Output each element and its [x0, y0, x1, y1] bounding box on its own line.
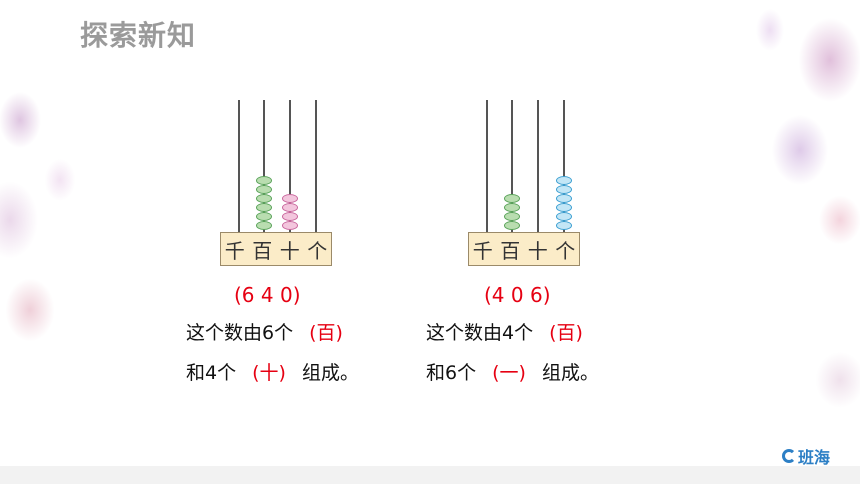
abacus-bead [282, 203, 298, 212]
brand-logo: 班海 [781, 444, 830, 468]
abacus-bead [504, 203, 520, 212]
left-sentence-line2: 和4个 (十) 组成。 [186, 358, 359, 385]
rod-ones [563, 100, 565, 232]
label-tens: 十 [279, 238, 300, 263]
abacus-bead [556, 176, 572, 185]
abacus-right: 千 百 十 个 [468, 100, 580, 268]
place-value-board: 千 百 十 个 [468, 232, 580, 266]
right-line1-prefix: 这个数由4个 [426, 322, 534, 344]
right-lower-flower-decoration [780, 330, 860, 430]
right-line2-answer: (一) [492, 362, 526, 384]
right-line2-suffix: 组成。 [542, 362, 600, 384]
logo-ring-icon [781, 449, 796, 463]
label-thousands: 千 [224, 238, 245, 263]
rod-hundreds [263, 100, 265, 232]
rod-ones [315, 100, 317, 232]
abacus-bead [256, 194, 272, 203]
abacus-bead [282, 221, 298, 230]
rod-tens [289, 100, 291, 232]
left-line2-answer: (十) [252, 362, 286, 384]
left-number-digits: (6 4 0) [234, 283, 301, 307]
abacus-bead [282, 194, 298, 203]
abacus-bead [504, 221, 520, 230]
abacus-bead [504, 194, 520, 203]
right-number-digits: (4 0 6) [484, 283, 551, 307]
left-line2-prefix: 和4个 [186, 362, 237, 384]
label-hundreds: 百 [252, 238, 273, 263]
label-ones: 个 [555, 238, 576, 263]
right-line2-prefix: 和6个 [426, 362, 477, 384]
left-sentence-line1: 这个数由6个 (百) [186, 318, 343, 345]
abacus-bead [256, 212, 272, 221]
abacus-bead [256, 203, 272, 212]
rod-thousands [486, 100, 488, 232]
right-line1-answer: (百) [549, 322, 583, 344]
place-value-board: 千 百 十 个 [220, 232, 332, 266]
left-line1-prefix: 这个数由6个 [186, 322, 294, 344]
right-sentence-line2: 和6个 (一) 组成。 [426, 358, 599, 385]
label-hundreds: 百 [500, 238, 521, 263]
abacus-bead [556, 185, 572, 194]
abacus-bead [556, 221, 572, 230]
abacus-bead [556, 212, 572, 221]
left-line1-answer: (百) [309, 322, 343, 344]
label-ones: 个 [307, 238, 328, 263]
abacus-bead [556, 194, 572, 203]
right-flower-decoration [730, 0, 860, 300]
abacus-bead [256, 185, 272, 194]
abacus-bead [256, 221, 272, 230]
rod-tens [537, 100, 539, 232]
abacus-bead [282, 212, 298, 221]
rod-thousands [238, 100, 240, 232]
abacus-bead [504, 212, 520, 221]
abacus-left: 千 百 十 个 [220, 100, 332, 268]
logo-text: 班海 [797, 448, 830, 467]
rod-hundreds [511, 100, 513, 232]
left-flower-decoration [0, 60, 95, 390]
label-tens: 十 [527, 238, 548, 263]
abacus-bead [256, 176, 272, 185]
right-sentence-line1: 这个数由4个 (百) [426, 318, 583, 345]
section-title: 探索新知 [80, 19, 197, 52]
abacus-bead [556, 203, 572, 212]
bottom-band [0, 466, 860, 484]
label-thousands: 千 [472, 238, 493, 263]
left-line2-suffix: 组成。 [302, 362, 360, 384]
